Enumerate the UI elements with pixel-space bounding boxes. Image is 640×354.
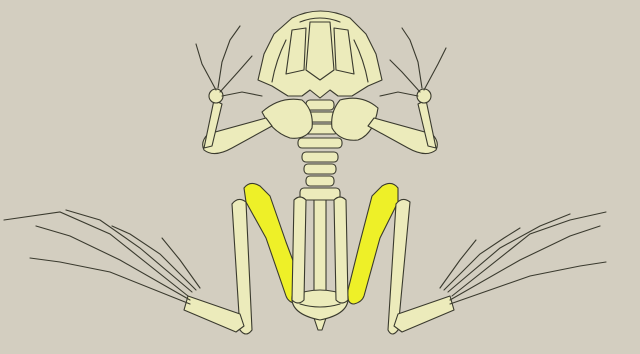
right-femur	[334, 197, 348, 303]
vertebra-4	[298, 138, 342, 148]
sacrum	[300, 188, 340, 200]
vertebra-1	[306, 100, 334, 110]
vertebra-6	[304, 164, 336, 174]
vertebra-5	[302, 152, 338, 162]
left-femur	[292, 197, 306, 303]
vertebra-7	[306, 176, 334, 186]
frontoparietal	[306, 22, 334, 80]
